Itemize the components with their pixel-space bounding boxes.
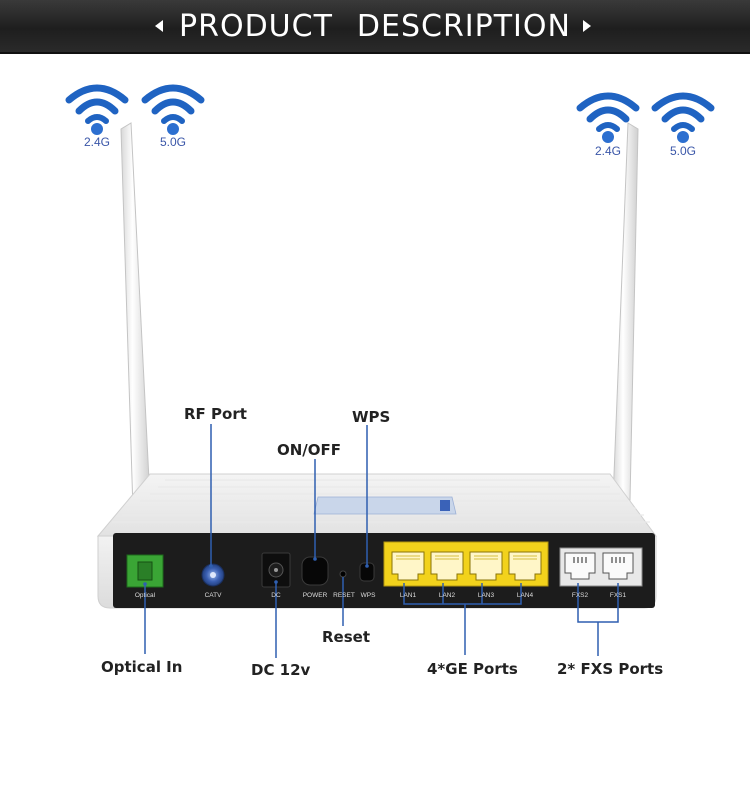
port-label-dc: DC xyxy=(271,592,281,599)
banner-word-product: PRODUCT xyxy=(179,8,333,44)
triangle-right-icon xyxy=(583,20,591,32)
callout-wps: WPS xyxy=(352,408,391,426)
callout-optical-in: Optical In xyxy=(101,658,183,676)
wifi-label-left-24: 2.4G xyxy=(83,135,110,149)
port-label-wps: WPS xyxy=(360,592,376,599)
port-label-lan3: LAN3 xyxy=(477,592,495,599)
left-antenna xyxy=(120,122,151,511)
wifi-label-right-50: 5.0G xyxy=(669,144,696,158)
port-label-lan1: LAN1 xyxy=(399,592,417,599)
wifi-label-right-24: 2.4G xyxy=(594,144,621,158)
wifi-icon xyxy=(576,92,640,143)
port-label-power: POWER xyxy=(302,592,328,599)
wifi-label-left-50: 5.0G xyxy=(159,135,186,149)
port-label-catv: CATV xyxy=(204,592,222,599)
port-label-lan4: LAN4 xyxy=(516,592,534,599)
callout-fxs-ports: 2* FXS Ports xyxy=(557,660,664,678)
banner-title: PRODUCT DESCRIPTION xyxy=(0,0,750,52)
callout-rf-port: RF Port xyxy=(184,405,247,423)
wifi-icon xyxy=(65,84,129,135)
header-banner xyxy=(0,0,750,54)
port-label-fxs2: FXS2 xyxy=(571,592,589,599)
port-label-lan2: LAN2 xyxy=(438,592,456,599)
leader-lines xyxy=(144,424,619,658)
brand-strip xyxy=(313,496,457,515)
callout-ge-ports: 4*GE Ports xyxy=(427,660,518,678)
reset-pinhole xyxy=(339,570,347,578)
right-antenna xyxy=(612,122,639,501)
wifi-icon xyxy=(141,84,205,135)
callout-dc-12v: DC 12v xyxy=(251,661,311,679)
fxs2-port xyxy=(564,552,596,580)
banner-word-description: DESCRIPTION xyxy=(356,8,571,44)
port-label-reset: RESET xyxy=(333,592,355,599)
leader-ge xyxy=(403,583,522,605)
fxs1-port xyxy=(602,552,634,580)
port-label-fxs1: FXS1 xyxy=(609,592,627,599)
triangle-left-icon xyxy=(155,20,163,32)
power-button xyxy=(301,556,329,586)
callout-on-off: ON/OFF xyxy=(277,441,342,459)
brand-logo xyxy=(440,500,450,511)
port-label-optical: Optical xyxy=(134,592,156,599)
callout-reset: Reset xyxy=(322,628,370,646)
wifi-icon xyxy=(651,92,715,143)
